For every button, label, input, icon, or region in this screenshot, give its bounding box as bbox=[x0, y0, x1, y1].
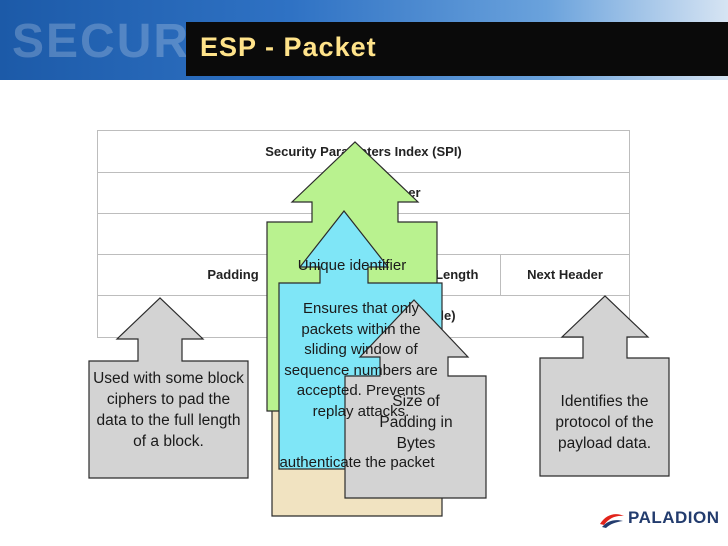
next-header-field: Next Header bbox=[527, 267, 603, 282]
pad-length-callout-text: Size of Padding in Bytes bbox=[379, 393, 453, 452]
paladion-logo-text: PALADION bbox=[628, 508, 720, 527]
sequence-callout-text: Ensures that only packets within the sli… bbox=[284, 300, 438, 420]
title-banner bbox=[186, 22, 728, 76]
padding-callout-text: Used with some block ciphers to pad the … bbox=[93, 370, 244, 450]
next-header-callout-shape bbox=[539, 295, 670, 477]
slide-title: ESP - Packet bbox=[200, 32, 377, 62]
padding-callout-shape bbox=[88, 297, 249, 479]
next-header-callout-text: Identifies the protocol of the payload d… bbox=[555, 393, 654, 452]
spi-callout-text: Unique identifier bbox=[297, 257, 407, 274]
padding-field: Padding bbox=[207, 267, 259, 282]
auth-callout-text: authenticate the packet bbox=[279, 454, 435, 471]
next-header-divider bbox=[500, 254, 501, 295]
pad-length-callout-shape bbox=[344, 299, 487, 499]
paladion-logo-icon bbox=[600, 514, 624, 528]
